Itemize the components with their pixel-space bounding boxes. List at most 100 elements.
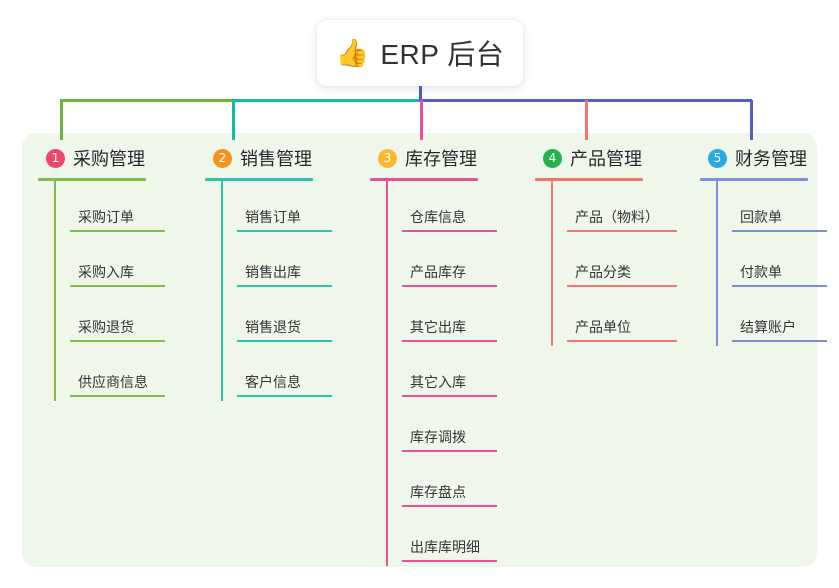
leaf-spine <box>386 181 388 566</box>
leaf-underline <box>567 230 677 232</box>
leaf-item[interactable]: 采购订单 <box>54 181 165 236</box>
leaf-spine <box>221 181 223 401</box>
column-finance: 5 财务管理回款单付款单结算账户 <box>700 145 827 346</box>
leaf-underline <box>402 505 497 507</box>
leaf-label: 销售退货 <box>245 319 301 335</box>
leaf-label: 库存调拨 <box>410 429 466 445</box>
leaf-label: 库存盘点 <box>410 484 466 500</box>
column-title: 销售管理 <box>240 149 312 169</box>
leaf-item[interactable]: 产品库存 <box>386 236 497 291</box>
leaf-item[interactable]: 其它出库 <box>386 291 497 346</box>
leaf-list-purchase: 采购订单采购入库采购退货供应商信息 <box>38 181 165 401</box>
leaf-item[interactable]: 出库库明细 <box>386 511 497 566</box>
diagram-panel <box>22 133 817 567</box>
leaf-item[interactable]: 其它入库 <box>386 346 497 401</box>
leaf-label: 采购订单 <box>78 209 134 225</box>
leaf-label: 其它入库 <box>410 374 466 390</box>
leaf-spine <box>551 181 553 346</box>
leaf-item[interactable]: 付款单 <box>716 236 827 291</box>
leaf-underline <box>402 285 497 287</box>
leaf-underline <box>237 395 332 397</box>
leaf-list-product: 产品（物料） 产品分类产品单位 <box>535 181 677 346</box>
root-node[interactable]: 👍 ERP 后台 <box>317 20 523 86</box>
drop-finance <box>750 100 753 140</box>
badge-number-icon: 2 <box>213 148 232 168</box>
leaf-underline <box>402 395 497 397</box>
leaf-item[interactable]: 销售订单 <box>221 181 332 236</box>
leaf-label: 客户信息 <box>245 374 301 390</box>
root-stem <box>419 86 422 102</box>
column-title: 财务管理 <box>735 149 807 169</box>
column-header-product[interactable]: 4 产品管理 <box>535 145 643 171</box>
leaf-label: 付款单 <box>740 264 782 280</box>
leaf-underline <box>732 285 827 287</box>
leaf-underline <box>237 230 332 232</box>
leaf-label: 结算账户 <box>740 319 796 335</box>
leaf-item[interactable]: 供应商信息 <box>54 346 165 401</box>
leaf-list-inventory: 仓库信息产品库存其它出库其它入库库存调拨库存盘点出库库明细 <box>370 181 497 566</box>
leaf-item[interactable]: 销售出库 <box>221 236 332 291</box>
leaf-item[interactable]: 采购退货 <box>54 291 165 346</box>
leaf-label: 采购入库 <box>78 264 134 280</box>
drop-product <box>585 100 588 140</box>
leaf-item[interactable]: 库存调拨 <box>386 401 497 456</box>
leaf-underline <box>70 230 165 232</box>
leaf-list-finance: 回款单付款单结算账户 <box>700 181 827 346</box>
column-product: 4 产品管理产品（物料） 产品分类产品单位 <box>535 145 677 346</box>
leaf-item[interactable]: 销售退货 <box>221 291 332 346</box>
leaf-label: 仓库信息 <box>410 209 466 225</box>
badge-number-icon: 4 <box>543 148 562 168</box>
column-underline <box>205 178 313 181</box>
column-underline <box>535 178 643 181</box>
leaf-spine <box>54 181 56 401</box>
leaf-label: 采购退货 <box>78 319 134 335</box>
leaf-list-sales: 销售订单销售出库销售退货客户信息 <box>205 181 332 401</box>
column-underline <box>700 178 808 181</box>
leaf-underline <box>70 395 165 397</box>
leaf-item[interactable]: 产品（物料） <box>551 181 677 236</box>
leaf-underline <box>567 285 677 287</box>
leaf-underline <box>70 340 165 342</box>
leaf-underline <box>237 285 332 287</box>
drop-sales <box>232 100 235 140</box>
leaf-label: 产品分类 <box>575 264 631 280</box>
column-header-finance[interactable]: 5 财务管理 <box>700 145 808 171</box>
leaf-underline <box>732 230 827 232</box>
leaf-underline <box>402 340 497 342</box>
leaf-label: 产品单位 <box>575 319 631 335</box>
drop-inventory <box>420 100 423 140</box>
leaf-underline <box>402 560 497 562</box>
bar-green <box>60 99 233 102</box>
leaf-label: 供应商信息 <box>78 374 148 390</box>
leaf-label: 产品（物料） <box>575 209 659 225</box>
bar-teal <box>232 99 421 102</box>
leaf-item[interactable]: 仓库信息 <box>386 181 497 236</box>
leaf-label: 产品库存 <box>410 264 466 280</box>
leaf-label: 销售订单 <box>245 209 301 225</box>
column-header-sales[interactable]: 2 销售管理 <box>205 145 313 171</box>
leaf-label: 回款单 <box>740 209 782 225</box>
leaf-item[interactable]: 产品分类 <box>551 236 677 291</box>
leaf-item[interactable]: 采购入库 <box>54 236 165 291</box>
leaf-item[interactable]: 回款单 <box>716 181 827 236</box>
badge-number-icon: 3 <box>378 148 397 168</box>
leaf-spine <box>716 181 718 346</box>
leaf-underline <box>402 230 497 232</box>
leaf-item[interactable]: 结算账户 <box>716 291 827 346</box>
column-underline <box>370 178 478 181</box>
root-title: ERP 后台 <box>380 39 505 70</box>
badge-number-icon: 5 <box>708 148 727 168</box>
leaf-item[interactable]: 库存盘点 <box>386 456 497 511</box>
leaf-label: 销售出库 <box>245 264 301 280</box>
column-sales: 2 销售管理销售订单销售出库销售退货客户信息 <box>205 145 332 401</box>
column-title: 采购管理 <box>73 149 145 169</box>
leaf-item[interactable]: 产品单位 <box>551 291 677 346</box>
leaf-underline <box>237 340 332 342</box>
drop-purchase <box>60 100 63 140</box>
column-title: 产品管理 <box>570 149 642 169</box>
leaf-item[interactable]: 客户信息 <box>221 346 332 401</box>
leaf-underline <box>567 340 677 342</box>
